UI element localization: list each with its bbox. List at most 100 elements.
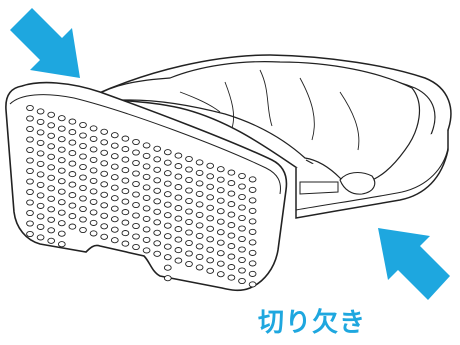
perforation-hole — [36, 139, 45, 146]
perforation-hole — [238, 225, 246, 232]
perforation-hole — [142, 163, 151, 170]
perforation-hole — [36, 118, 45, 125]
perforation-hole — [100, 181, 109, 188]
perforation-hole — [57, 241, 66, 248]
perforation-hole — [142, 142, 151, 149]
perforation-hole — [121, 177, 130, 184]
perforation-hole — [195, 159, 204, 166]
perforation-hole — [142, 215, 151, 222]
perforation-hole — [248, 228, 257, 235]
perforation-hole — [206, 194, 215, 201]
perforation-hole — [89, 198, 98, 205]
perforation-hole — [163, 212, 172, 219]
perforation-hole — [248, 197, 257, 204]
perforation-hole — [185, 208, 193, 215]
perforation-hole — [174, 194, 183, 201]
perforation-hole — [36, 223, 45, 230]
perforation-hole — [121, 135, 130, 142]
perforation-hole — [185, 166, 193, 173]
perforation-hole — [79, 216, 87, 223]
perforation-hole — [100, 212, 109, 219]
perforation-hole — [248, 186, 257, 193]
perforation-hole — [163, 149, 172, 156]
perforation-hole — [110, 195, 119, 202]
perforation-hole — [174, 247, 183, 254]
perforation-hole — [185, 239, 193, 247]
perforation-hole — [68, 181, 77, 188]
arrow-up-left-icon — [378, 228, 450, 300]
perforation-hole — [163, 243, 172, 250]
perforation-hole — [206, 162, 215, 169]
perforation-hole — [153, 219, 162, 226]
perforation-hole — [238, 204, 246, 211]
perforation-hole — [79, 226, 87, 234]
perforation-hole — [68, 223, 77, 230]
perforation-hole — [68, 202, 77, 209]
perforation-hole — [26, 230, 34, 238]
perforation-hole — [163, 233, 172, 240]
perforation-hole — [206, 225, 215, 232]
perforation-hole — [110, 132, 119, 139]
perforation-hole — [26, 178, 34, 185]
perforation-hole — [100, 191, 109, 198]
perforation-hole — [47, 206, 56, 213]
perforation-hole — [142, 152, 151, 159]
perforation-hole — [57, 146, 66, 153]
perforation-hole — [47, 237, 56, 244]
perforation-hole — [68, 150, 77, 157]
perforation-hole — [110, 163, 119, 170]
perforation-hole — [132, 159, 140, 167]
perforation-hole — [142, 184, 151, 191]
perforation-hole — [185, 197, 193, 205]
perforation-hole — [110, 153, 119, 160]
perforation-hole — [248, 281, 257, 288]
perforation-hole — [216, 176, 225, 183]
bag-lip-right — [339, 171, 376, 195]
perforation-hole — [163, 191, 172, 198]
perforation-hole — [110, 142, 119, 149]
perforation-hole — [36, 192, 45, 199]
perforation-hole — [216, 166, 225, 173]
perforation-hole — [163, 180, 172, 187]
perforation-hole — [227, 232, 236, 239]
perforation-hole — [195, 190, 204, 197]
perforation-hole — [163, 159, 172, 166]
perforation-hole — [26, 104, 34, 112]
perforation-hole — [47, 111, 56, 118]
perforation-hole — [163, 264, 172, 271]
perforation-hole — [248, 218, 257, 225]
arrow-down-right-icon — [10, 8, 80, 78]
perforation-hole — [227, 169, 236, 176]
perforation-hole — [216, 260, 225, 267]
perforation-hole — [26, 220, 34, 227]
perforation-hole — [89, 125, 98, 132]
perforation-hole — [174, 184, 183, 191]
perforation-hole — [79, 121, 87, 129]
perforation-hole — [26, 167, 34, 175]
filter-panel-edge — [9, 94, 281, 195]
perforation-hole — [36, 234, 45, 241]
perforation-hole — [163, 222, 172, 229]
perforation-hole — [47, 216, 56, 223]
perforation-hole — [79, 153, 87, 160]
perforation-hole — [47, 195, 56, 202]
perforation-hole — [227, 243, 236, 250]
perforation-hole — [142, 205, 151, 212]
perforation-hole — [26, 146, 34, 154]
perforation-hole — [185, 187, 193, 194]
perforation-hole — [26, 188, 34, 196]
perforation-holes — [26, 104, 257, 288]
perforation-hole — [227, 222, 236, 229]
perforation-hole — [79, 163, 87, 171]
perforation-hole — [216, 197, 225, 204]
perforation-hole — [216, 271, 225, 278]
perforation-hole — [121, 156, 130, 163]
perforation-hole — [36, 160, 45, 167]
perforation-hole — [238, 267, 246, 274]
perforation-hole — [47, 227, 56, 234]
perforation-hole — [110, 226, 119, 233]
notch — [299, 181, 339, 195]
perforation-hole — [216, 229, 225, 236]
